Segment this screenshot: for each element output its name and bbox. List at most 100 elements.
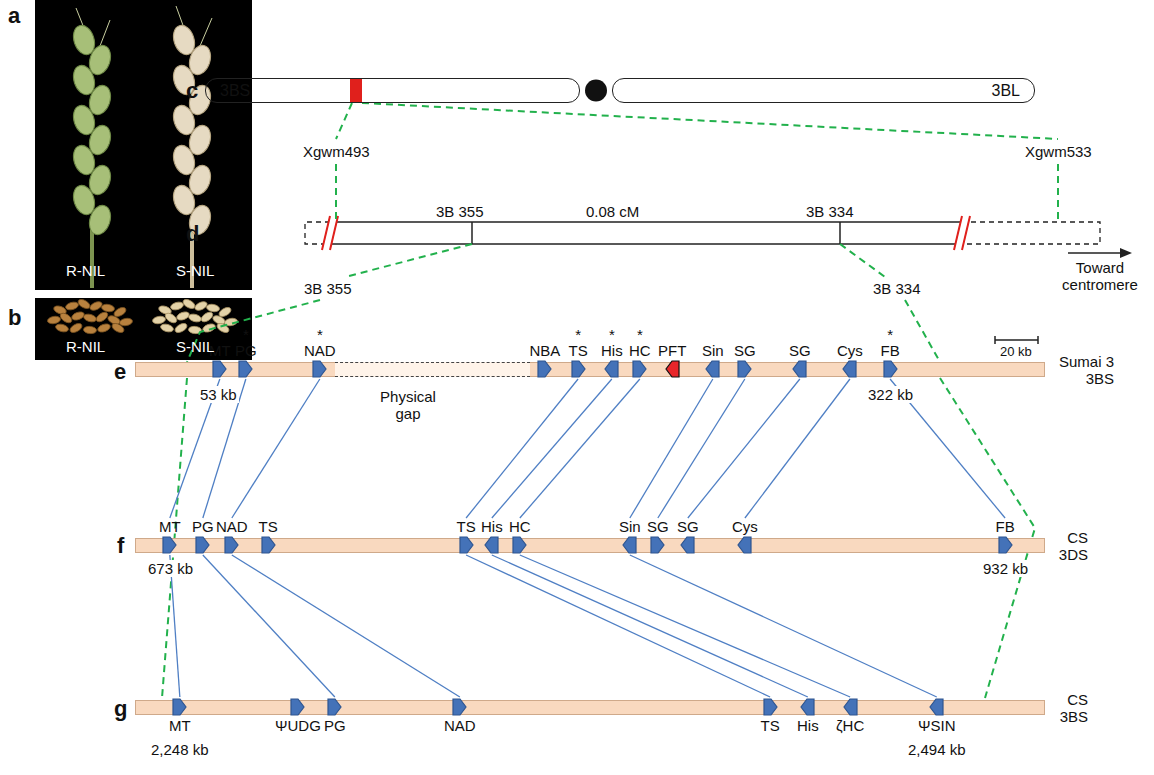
gene-arrow: SG <box>789 342 811 379</box>
homology-line <box>520 555 850 697</box>
gene-arrow-shape <box>632 359 647 379</box>
spike-stem <box>90 230 94 288</box>
track-name: CS 3DS <box>1054 529 1088 563</box>
panel-letter: c <box>186 79 198 103</box>
gene-label: TS <box>259 518 278 535</box>
coordinate-label: 673 kb <box>146 560 195 577</box>
gene-arrow-blue <box>572 361 585 377</box>
marker-name: 3B 334 <box>806 203 854 220</box>
gene-arrow: SG <box>677 518 699 555</box>
gene-label: His <box>481 518 503 535</box>
direction-arrowhead <box>1120 248 1132 258</box>
gene-label: NBA <box>530 342 561 359</box>
gene-arrow: *NAD <box>304 327 336 379</box>
gene-arrow: PG <box>324 697 346 734</box>
panel-letter: b <box>8 306 21 330</box>
homology-line <box>466 555 770 697</box>
break-marks <box>322 216 970 250</box>
gene-arrow-shape <box>195 535 210 555</box>
gene-label: TS <box>457 518 476 535</box>
gene-arrow: His <box>797 697 819 734</box>
gene-arrow-shape <box>212 359 227 379</box>
photo-background <box>35 298 252 360</box>
gene-arrow-blue <box>538 361 551 377</box>
panel-letter: g <box>114 697 127 721</box>
gene-label: MT <box>159 518 181 535</box>
gene-arrow-blue <box>225 537 238 553</box>
gene-arrow: HC <box>509 518 531 555</box>
photo-label: R-NIL <box>66 262 105 279</box>
gene-arrow: *His <box>601 327 623 379</box>
gene-arrow-blue <box>764 699 777 715</box>
map-bar-dashed-end <box>962 222 1100 244</box>
gene-arrow-shape <box>224 535 239 555</box>
gene-arrow-shape <box>763 697 778 717</box>
panel-letter: e <box>114 360 126 384</box>
gene-arrow-blue <box>623 537 636 553</box>
gene-arrow: *HC <box>629 327 651 379</box>
gene-arrow-shape <box>792 359 807 379</box>
homology-line <box>520 379 640 518</box>
marker-name: Xgwm533 <box>1025 143 1092 160</box>
zoom-lines <box>162 103 1058 698</box>
coordinate-label: 2,248 kb <box>151 741 209 758</box>
gene-arrow-shape <box>604 359 619 379</box>
gene-label: NAD <box>304 342 336 359</box>
gene-arrow-blue <box>213 361 226 377</box>
gene-label: NAD <box>444 717 476 734</box>
diseased-grains <box>152 298 238 335</box>
gene-label: SG <box>647 518 669 535</box>
distance-label: 0.08 cM <box>586 203 639 220</box>
direction-note: Toward centromere <box>1056 259 1144 293</box>
gene-arrow-shape <box>622 535 637 555</box>
homology-line <box>232 555 460 697</box>
gene-arrow: SG <box>647 518 669 555</box>
photo-label: S-NIL <box>176 262 214 279</box>
gene-arrow-blue <box>328 699 341 715</box>
gene-arrow: *PG <box>235 327 257 379</box>
significance-asterisk: * <box>317 327 323 342</box>
gene-label: FB <box>881 342 900 359</box>
gene-arrow-blue <box>884 361 897 377</box>
gene-label: His <box>797 717 819 734</box>
gene-arrow-blue <box>513 537 526 553</box>
gene-label: ζHC <box>836 717 864 734</box>
marker-name: 3B 334 <box>873 280 921 297</box>
gene-arrow-blue <box>262 537 275 553</box>
gene-label: TS <box>761 717 780 734</box>
gene-arrow-blue <box>844 699 857 715</box>
gene-arrow-blue <box>930 699 943 715</box>
gene-label: SG <box>677 518 699 535</box>
gene-label: PG <box>192 518 214 535</box>
gene-arrow-shape <box>452 697 467 717</box>
panel-letter: a <box>8 4 20 28</box>
gene-arrow-blue <box>793 361 806 377</box>
gene-label: TS <box>569 342 588 359</box>
gene-label: Cys <box>837 342 863 359</box>
gene-arrow: Sin <box>619 518 641 555</box>
gene-arrow-blue <box>313 361 326 377</box>
gene-arrow: *TS <box>569 327 588 379</box>
physical-gap-segment <box>335 362 530 377</box>
gene-label: SG <box>734 342 756 359</box>
gene-arrow-shape <box>312 359 327 379</box>
gene-arrow-shape <box>680 535 695 555</box>
track-name: Sumai 3 3BS <box>1054 353 1114 387</box>
gene-arrow-blue <box>605 361 618 377</box>
gene-arrow-shape <box>883 359 898 379</box>
gene-arrow: FB <box>996 518 1015 555</box>
marker-tick <box>839 222 841 244</box>
gene-arrow-blue <box>485 537 498 553</box>
gene-arrow-shape <box>842 359 857 379</box>
homology-line <box>232 379 320 518</box>
synteny-track: CS 3BSMTΨUDGPGNADTSHisζHCΨSIN <box>135 700 1045 715</box>
gene-arrow-blue <box>460 537 473 553</box>
track-name: CS 3BS <box>1054 691 1088 725</box>
homology-line <box>630 555 937 697</box>
marker-name: 3B 355 <box>304 280 352 297</box>
gene-label: His <box>601 342 623 359</box>
coordinate-label: 53 kb <box>198 386 239 403</box>
gene-arrow: Cys <box>837 342 863 379</box>
